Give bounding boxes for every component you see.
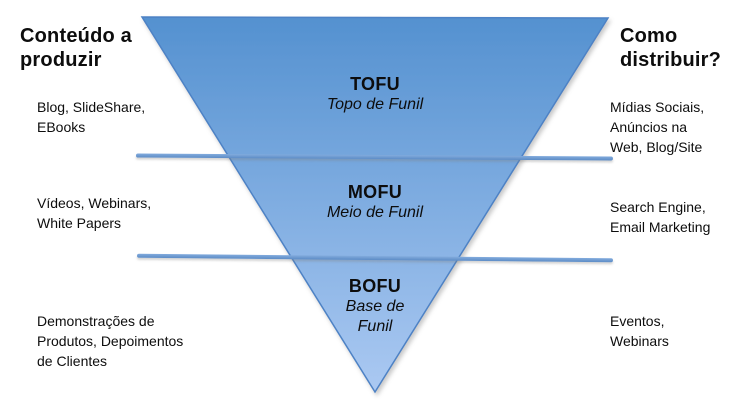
stage-acronym-mofu: MOFU <box>347 182 403 202</box>
right-item-bofu-channels: Eventos, Webinars <box>610 313 669 349</box>
stage-name-tofu: Topo de Funil <box>326 96 424 113</box>
stage-acronym-tofu: TOFU <box>350 74 400 94</box>
left-item-bofu-content: Demonstrações de Produtos, Depoimentos d… <box>37 313 184 369</box>
left-item-mofu-content: Vídeos, Webinars, White Papers <box>37 195 152 231</box>
stage-label-mofu: MOFU Meio de Funil <box>275 181 475 223</box>
right-item-tofu-channels: Mídias Sociais, Anúncios na Web, Blog/Si… <box>610 99 705 155</box>
inverted-triangle <box>140 16 610 394</box>
stage-name-mofu: Meio de Funil <box>326 204 424 221</box>
right-item-mofu-channels: Search Engine, Email Marketing <box>610 199 711 235</box>
right-column-heading: Como distribuir? <box>620 25 722 71</box>
left-column-heading: Conteúdo a produzir <box>20 25 132 71</box>
stage-acronym-bofu: BOFU <box>348 276 402 296</box>
stage-name-bofu: Base de Funil <box>345 298 405 335</box>
stage-label-tofu: TOFU Topo de Funil <box>275 73 475 115</box>
left-item-tofu-content: Blog, SlideShare, EBooks <box>37 99 146 135</box>
stage-label-bofu: BOFU Base de Funil <box>275 275 475 337</box>
